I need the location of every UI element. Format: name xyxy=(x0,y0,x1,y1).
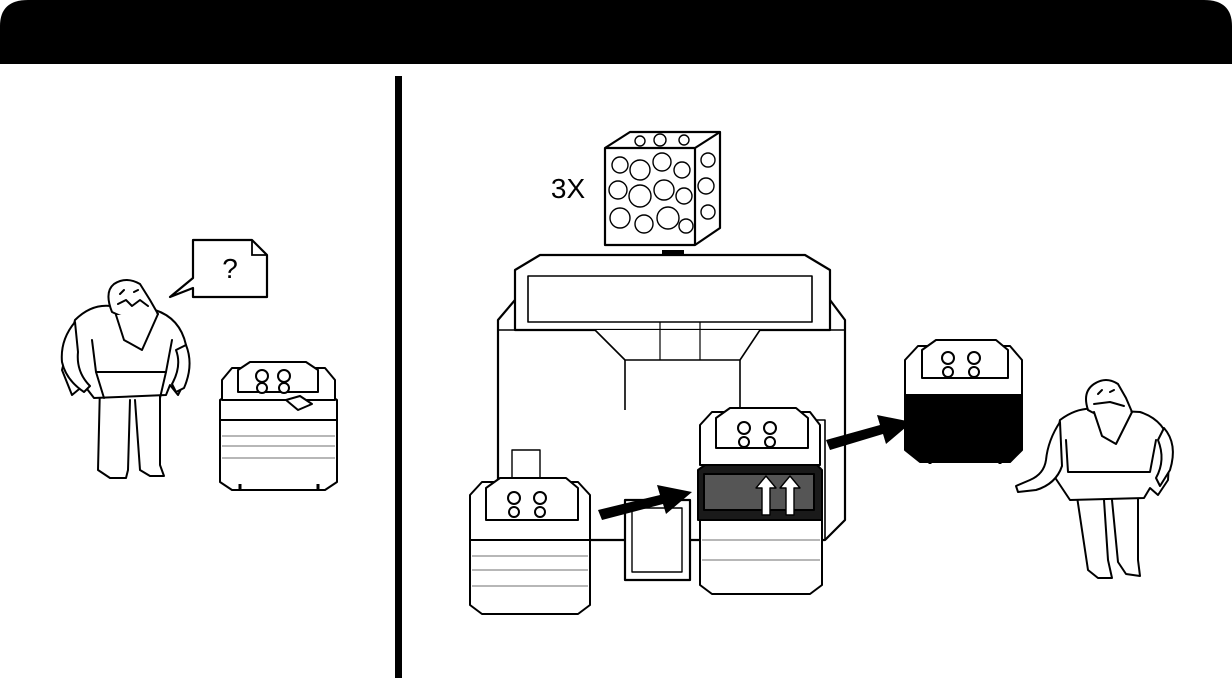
block-container-output xyxy=(904,339,1023,464)
speech-bubble-text: ? xyxy=(222,253,238,284)
block-container-processing xyxy=(697,407,823,595)
block-container-input xyxy=(469,477,591,615)
right-panel: 3X xyxy=(469,130,1174,615)
block-container-stack xyxy=(219,361,338,491)
character-puzzled xyxy=(60,279,191,479)
arrow-into-machine xyxy=(598,485,692,520)
arrow-out-of-machine xyxy=(826,415,912,450)
multiplier-label: 3X xyxy=(551,173,586,204)
character-presenting xyxy=(1015,379,1174,579)
header-bar xyxy=(0,0,1232,64)
left-panel: ? xyxy=(60,238,338,491)
raw-material-cube xyxy=(603,130,722,247)
speech-bubble: ? xyxy=(168,238,269,299)
panel-divider xyxy=(395,76,402,678)
